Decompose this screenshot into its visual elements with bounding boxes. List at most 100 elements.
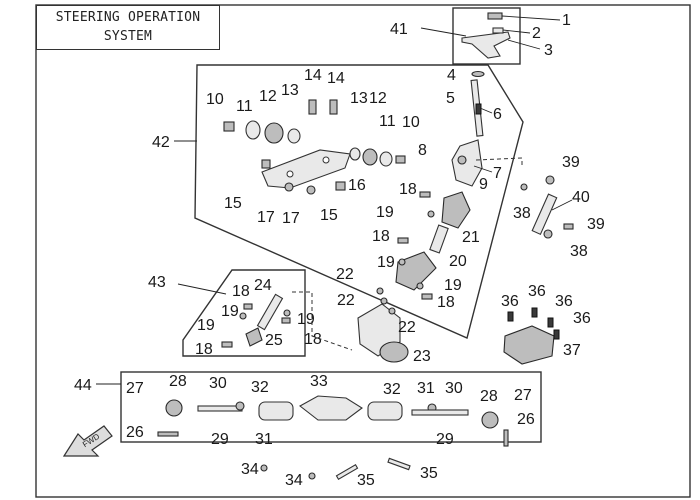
pin-26b (503, 429, 509, 447)
callout-11a: 11 (236, 98, 253, 115)
callout-39b: 39 (587, 216, 605, 233)
collar-12b (362, 148, 378, 166)
callout-29a: 29 (211, 431, 229, 448)
bolt-18f (221, 341, 233, 348)
callout-13a: 13 (281, 82, 299, 99)
callout-2: 2 (532, 25, 541, 42)
callout-15a: 15 (224, 195, 242, 212)
callout-22b: 22 (337, 292, 355, 309)
bolt-14b (329, 99, 338, 115)
callout-36d: 36 (573, 310, 591, 327)
lower-u-joint (395, 251, 437, 291)
callout-27b: 27 (514, 387, 532, 404)
callout-30a: 30 (209, 375, 227, 392)
callout-19a: 19 (376, 204, 394, 221)
screw-36c (547, 317, 554, 328)
callout-32b: 32 (383, 381, 401, 398)
nut-30a (235, 401, 245, 411)
group-frame-44 (120, 371, 542, 443)
bracket-bolt (457, 155, 467, 165)
nut-19e (283, 309, 291, 317)
callout-9: 9 (479, 176, 488, 193)
callout-24: 24 (254, 277, 272, 294)
callout-27a: 27 (126, 380, 144, 397)
leader-43 (177, 283, 227, 295)
bolt-39b (563, 223, 574, 230)
callout-38a: 38 (513, 205, 531, 222)
bolt-10a (223, 121, 235, 132)
leader-6 (479, 107, 493, 114)
callout-14a: 14 (304, 67, 322, 84)
callout-35b: 35 (420, 465, 438, 482)
callout-20: 20 (449, 253, 467, 270)
callout-40: 40 (572, 189, 590, 206)
leader-7 (473, 165, 493, 173)
bushing-11b (379, 151, 393, 167)
callout-26a: 26 (126, 424, 144, 441)
callout-7: 7 (493, 165, 502, 182)
callout-26b: 26 (517, 411, 535, 428)
bolt-34b (308, 472, 316, 480)
steering-damper (531, 193, 558, 236)
intermediate-shaft (429, 224, 449, 254)
collar-13b (349, 147, 361, 161)
nut-19b (398, 258, 406, 266)
leader-41 (420, 27, 467, 37)
callout-19e: 19 (297, 311, 315, 328)
screw-36a (507, 311, 514, 322)
gearbox-motor (379, 341, 409, 363)
callout-32a: 32 (251, 379, 269, 396)
washer-17b (306, 185, 316, 195)
callout-18d: 18 (232, 283, 250, 300)
callout-22c: 22 (398, 319, 416, 336)
callout-44: 44 (74, 377, 92, 394)
callout-28b: 28 (480, 388, 498, 405)
cover-clip (487, 12, 503, 20)
callout-29b: 29 (436, 431, 454, 448)
tie-rod-right (411, 409, 469, 416)
screw-36d (553, 329, 560, 340)
collar-13a (287, 128, 301, 144)
callout-19f: 19 (197, 317, 215, 334)
washer-17a (284, 182, 294, 192)
callout-36b: 36 (528, 283, 546, 300)
nut-19d (239, 312, 247, 320)
callout-21: 21 (462, 229, 480, 246)
bolt-22a (376, 287, 384, 295)
callout-41: 41 (390, 21, 408, 38)
title-line-2: SYSTEM (103, 29, 153, 44)
callout-39a: 39 (562, 154, 580, 171)
callout-4: 4 (447, 67, 456, 84)
control-module (503, 325, 555, 365)
callout-5: 5 (446, 90, 455, 107)
bolt-34a (260, 464, 268, 472)
callout-35a: 35 (357, 472, 375, 489)
bushing-11a (245, 120, 261, 140)
bolt-18d (243, 303, 253, 310)
column-bracket (451, 139, 483, 187)
callout-12a: 12 (259, 88, 277, 105)
callout-19c: 19 (444, 277, 462, 294)
callout-38b: 38 (570, 243, 588, 260)
callout-18c: 18 (437, 294, 455, 311)
pin-26a (157, 431, 179, 437)
callout-18f: 18 (195, 341, 213, 358)
clip-35b (387, 457, 411, 471)
tie-rod-left (197, 405, 243, 412)
callout-18b: 18 (372, 228, 390, 245)
bolt-38a (520, 183, 528, 191)
callout-34a: 34 (241, 461, 259, 478)
damper-mount-upper (545, 175, 555, 185)
callout-10a: 10 (206, 91, 224, 108)
bolt-18b (397, 237, 409, 244)
callout-10b: 10 (402, 114, 420, 131)
tie-rod-end-right (481, 411, 499, 429)
callout-31a: 31 (417, 380, 435, 397)
callout-36c: 36 (555, 293, 573, 310)
linkage-dashed-2 (475, 157, 523, 168)
leader-3 (507, 39, 541, 50)
bolt-18e (281, 317, 291, 324)
callout-23: 23 (413, 348, 431, 365)
callout-18a: 18 (399, 181, 417, 198)
